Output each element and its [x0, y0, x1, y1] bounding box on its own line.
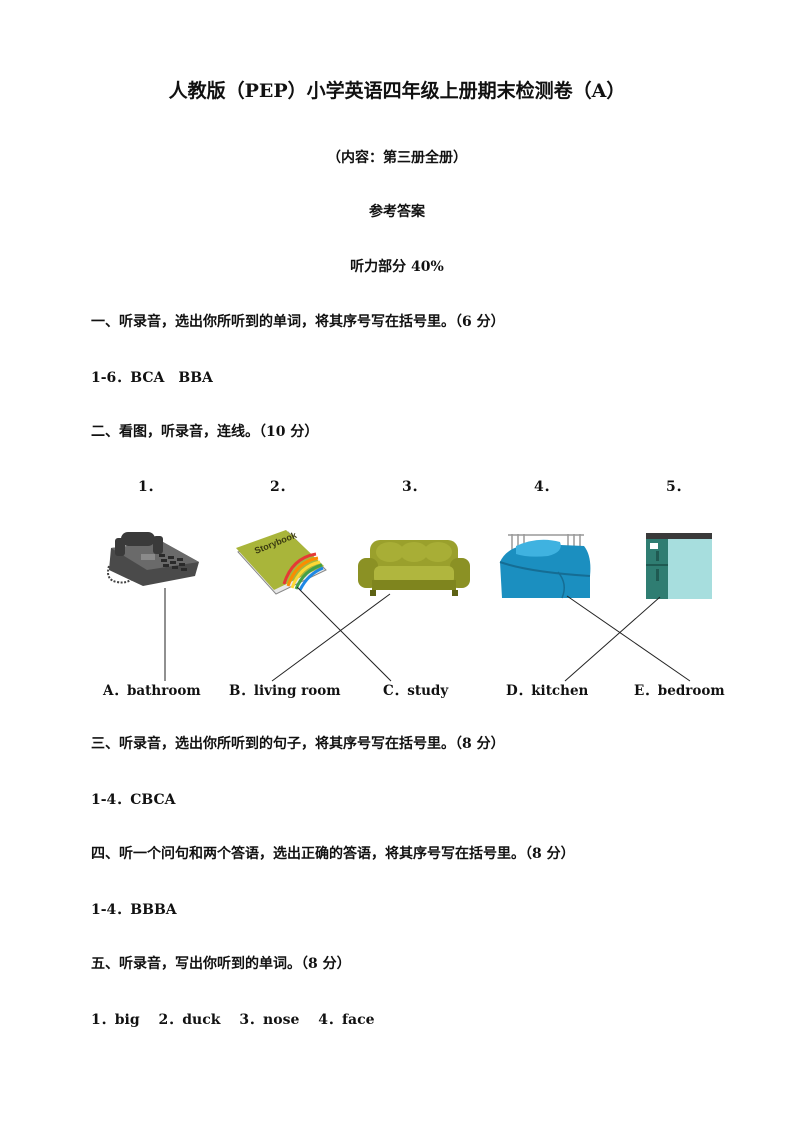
match-option-b: B．living room — [229, 683, 341, 699]
section-5-heading: 五、听录音，写出你听到的单词。（8 分） — [91, 956, 351, 972]
listening-heading: 听力部分 40% — [350, 259, 444, 275]
match-number-4: 4． — [534, 479, 558, 495]
storybook-icon: Storybook — [236, 530, 327, 595]
match-option-c: C．study — [383, 683, 449, 699]
match-option-e: E．bedroom — [634, 683, 725, 699]
telephone-icon — [107, 532, 199, 586]
match-line-3-b — [271, 593, 391, 682]
page-title: 人教版（PEP）小学英语四年级上册期末检测卷（A） — [168, 80, 626, 102]
match-line-2-c — [296, 586, 392, 682]
answer-heading: 参考答案 — [369, 204, 425, 220]
match-option-a: A．bathroom — [103, 683, 201, 699]
match-line-4-e — [566, 595, 691, 682]
section-1-answer: 1-6．BCA BBA — [91, 370, 213, 386]
section-1-heading: 一、听录音，选出你所听到的单词，将其序号写在括号里。（6 分） — [91, 314, 505, 330]
section-4-answer: 1-4．BBBA — [91, 902, 177, 918]
match-option-d: D．kitchen — [506, 683, 589, 699]
match-number-2: 2． — [270, 479, 294, 495]
section-3-answer: 1-4．CBCA — [91, 792, 176, 808]
bed-icon — [499, 534, 591, 599]
match-number-3: 3． — [402, 479, 426, 495]
page-subtitle: （内容：第三册全册） — [327, 150, 467, 166]
section-4-heading: 四、听一个问句和两个答语，选出正确的答语，将其序号写在括号里。（8 分） — [91, 846, 575, 862]
match-number-1: 1． — [138, 479, 162, 495]
fridge-icon — [646, 533, 712, 599]
match-line-5-d — [564, 596, 661, 682]
section-3-heading: 三、听录音，选出你所听到的句子，将其序号写在括号里。（8 分） — [91, 736, 505, 752]
section-2-heading: 二、看图，听录音，连线。（10 分） — [91, 424, 319, 440]
match-number-5: 5． — [666, 479, 690, 495]
sofa-icon — [358, 540, 470, 596]
section-5-answer: 1．big 2．duck 3．nose 4．face — [91, 1012, 375, 1028]
